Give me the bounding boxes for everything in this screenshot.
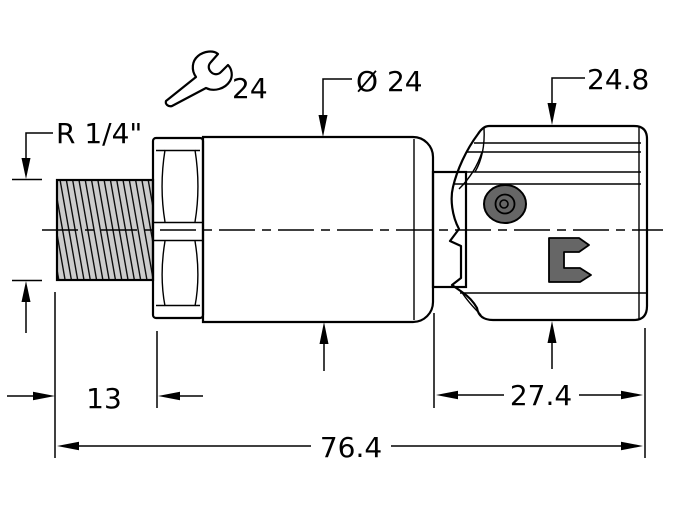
- arrow-down: [318, 115, 328, 137]
- body-diameter-label: Ø 24: [356, 65, 423, 98]
- dim-thread-length: 13: [7, 382, 203, 415]
- arrow-down: [21, 158, 31, 179]
- thread-size-label: R 1/4": [56, 117, 142, 150]
- thread-length-label: 13: [86, 382, 122, 415]
- arrow-down: [547, 103, 557, 125]
- arrow-right: [33, 391, 55, 401]
- arrow-up: [547, 321, 557, 343]
- arrow-right: [621, 441, 643, 451]
- arrow-left: [158, 391, 180, 401]
- connector-length-label: 27.4: [510, 379, 572, 412]
- arrow-left: [57, 441, 79, 451]
- overall-length-label: 76.4: [320, 431, 382, 464]
- wrench-icon: [164, 50, 233, 108]
- dim-connector-width: 24.8: [547, 63, 649, 369]
- connector-housing: [448, 124, 649, 322]
- hex-nut: [151, 136, 205, 320]
- arrow-up: [21, 281, 31, 302]
- arrow-left: [436, 390, 458, 400]
- dim-overall-length: 76.4: [57, 431, 643, 464]
- dim-thread-size: R 1/4": [12, 117, 142, 333]
- connector-width-label: 24.8: [587, 63, 649, 96]
- connector-grommet: [483, 184, 527, 224]
- wrench-annotation: 24: [164, 50, 268, 108]
- connector-clip: [548, 237, 592, 283]
- dim-body-diameter: Ø 24: [318, 65, 423, 371]
- wrench-size-label: 24: [232, 72, 268, 105]
- arrow-right: [621, 390, 643, 400]
- arrow-up: [319, 322, 329, 344]
- dim-connector-length: 27.4: [436, 379, 643, 412]
- extension-lines: [54, 292, 646, 458]
